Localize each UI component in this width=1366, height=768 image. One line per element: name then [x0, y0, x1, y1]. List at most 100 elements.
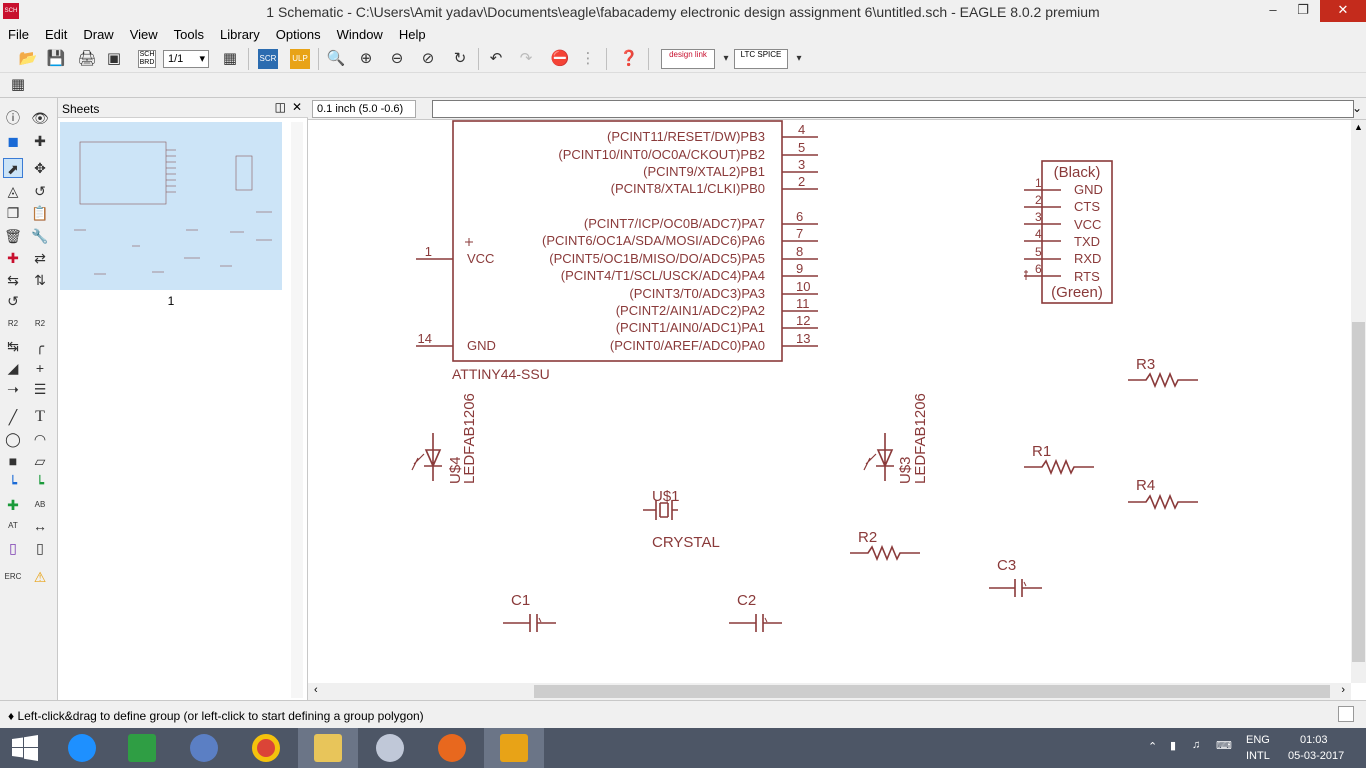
dimension-icon[interactable]: ↔	[33, 518, 47, 534]
keyboard-icon[interactable]: ⌨	[1216, 740, 1232, 752]
sch-brd-switch-button[interactable]: SCH BRD	[138, 50, 156, 68]
show-hidden-icons-icon[interactable]: ⌃	[1148, 741, 1158, 753]
polygon-icon[interactable]: ▱	[34, 453, 46, 469]
rotate-icon[interactable]: ↺	[34, 183, 46, 199]
command-input[interactable]	[432, 100, 1354, 118]
copy-icon[interactable]: ❐	[6, 205, 20, 221]
display-layers-icon[interactable]: ◼	[7, 133, 19, 149]
schematic-canvas[interactable]: 1 VCC 14 GND (PCINT11/RESET/DW)PB3 (PCIN…	[308, 120, 1351, 683]
bus-icon[interactable]: ┕	[8, 475, 18, 491]
menu-tools[interactable]: Tools	[173, 27, 205, 42]
go-icon[interactable]: ⋮	[580, 50, 596, 67]
menu-file[interactable]: File	[8, 27, 29, 42]
zoom-in-icon[interactable]: ⊕	[359, 50, 373, 67]
arc-icon[interactable]: ◠	[33, 431, 47, 447]
canvas-vertical-scrollbar[interactable]: ▲	[1351, 120, 1366, 683]
canvas-horizontal-scrollbar[interactable]: ‹ ›	[308, 683, 1351, 700]
language-indicator[interactable]: ENG	[1246, 734, 1270, 746]
name-icon[interactable]: R2	[7, 319, 19, 328]
split-icon[interactable]: ◢	[7, 360, 19, 376]
taskbar-internet-explorer[interactable]	[52, 728, 112, 768]
circle-icon[interactable]: ◯	[5, 431, 21, 447]
menu-window[interactable]: Window	[336, 27, 383, 42]
ftdi-header-body[interactable]	[1041, 160, 1113, 304]
script-icon[interactable]: SCR	[258, 49, 278, 69]
taskbar-chrome[interactable]	[236, 728, 296, 768]
warning-icon[interactable]: ⚠	[33, 569, 47, 585]
attribute-icon[interactable]: AT	[8, 521, 18, 530]
frame-icon[interactable]: ▯	[9, 540, 17, 556]
redo-icon[interactable]: ↷	[519, 50, 533, 67]
value-icon[interactable]: R2	[34, 319, 46, 328]
erc-icon[interactable]: ERC	[4, 572, 22, 581]
mirror-icon[interactable]: ◬	[7, 183, 19, 199]
zoom-fit-icon[interactable]: 🔍	[326, 50, 346, 67]
use-library-icon[interactable]: ▦	[222, 50, 238, 67]
rectangle-icon[interactable]: ■	[8, 453, 18, 469]
delete-icon[interactable]: 🗑	[4, 228, 22, 244]
ltspice-button[interactable]: LTC SPICE	[734, 49, 788, 69]
print-icon[interactable]: 🖨	[77, 50, 97, 67]
gate-swap-icon[interactable]: ⇆	[7, 272, 19, 288]
cam-processor-icon[interactable]: ▣	[106, 50, 122, 67]
miter-icon[interactable]: ╭	[35, 338, 45, 354]
replace-icon[interactable]: ⇄	[34, 250, 46, 266]
chevron-down-icon[interactable]: ▾	[723, 53, 729, 64]
horizontal-scroll-thumb[interactable]	[534, 685, 1330, 698]
open-icon[interactable]: 📂	[18, 50, 38, 67]
menu-view[interactable]: View	[129, 27, 158, 42]
invoke-icon[interactable]: ↺	[7, 293, 19, 309]
chevron-down-icon[interactable]: ⌄	[1351, 101, 1362, 115]
network-icon[interactable]: ▮	[1170, 740, 1177, 752]
taskbar-eagle[interactable]	[484, 728, 544, 768]
info-icon[interactable]: ⓘ	[6, 110, 20, 126]
close-icon[interactable]: ✕	[291, 100, 302, 114]
start-button[interactable]	[0, 728, 50, 768]
chevron-down-icon[interactable]: ▾	[796, 53, 802, 64]
menu-options[interactable]: Options	[275, 27, 321, 42]
menu-edit[interactable]: Edit	[44, 27, 68, 42]
menu-library[interactable]: Library	[220, 27, 260, 42]
add-part-icon[interactable]: ✚	[7, 250, 19, 266]
route-icon[interactable]: ➝	[7, 381, 19, 397]
undo-icon[interactable]: ↶	[489, 50, 503, 67]
move-icon[interactable]: ✥	[34, 160, 46, 176]
module-icon[interactable]: ▯	[36, 540, 44, 556]
paste-icon[interactable]: 📋	[31, 205, 49, 221]
taskbar-store[interactable]	[112, 728, 172, 768]
text-icon[interactable]: T	[35, 408, 45, 425]
clock-time[interactable]: 01:03	[1300, 734, 1328, 746]
restore-button[interactable]: ❐	[1297, 2, 1309, 17]
mark-icon[interactable]: ✚	[34, 133, 46, 149]
chevron-left-icon[interactable]: ‹	[314, 684, 318, 696]
group-select-icon[interactable]: ⬈	[3, 158, 23, 178]
taskbar-file-explorer[interactable]	[298, 728, 358, 768]
pin-swap-icon[interactable]: ⇅	[34, 272, 46, 288]
vertical-scroll-thumb[interactable]	[1352, 322, 1365, 662]
volume-icon[interactable]: ♫	[1192, 739, 1201, 751]
sheets-scrollbar[interactable]	[291, 122, 303, 698]
help-icon[interactable]: ❓	[619, 50, 639, 67]
label-icon[interactable]: AB	[34, 500, 46, 509]
taskbar-paint[interactable]	[360, 728, 420, 768]
undock-icon[interactable]: ◫	[274, 100, 286, 114]
change-wrench-icon[interactable]: 🔧	[31, 228, 49, 244]
grid-icon[interactable]: ▦	[10, 76, 26, 93]
menu-draw[interactable]: Draw	[83, 27, 114, 42]
sheet-thumbnail[interactable]	[60, 122, 282, 290]
line-icon[interactable]: ╱	[8, 409, 18, 425]
save-icon[interactable]: 💾	[46, 50, 66, 67]
chevron-up-icon[interactable]: ▲	[1354, 122, 1363, 132]
show-icon[interactable]: 👁	[31, 110, 49, 126]
stop-icon[interactable]: ⛔	[550, 50, 570, 67]
taskbar-arduino[interactable]	[174, 728, 234, 768]
language-layout[interactable]: INTL	[1246, 750, 1270, 762]
smash-icon[interactable]: ↹	[7, 338, 19, 354]
stop-command-icon[interactable]	[1338, 706, 1354, 722]
zoom-select-icon[interactable]: ⊘	[421, 50, 435, 67]
minimize-button[interactable]: –	[1269, 2, 1277, 17]
zoom-out-icon[interactable]: ⊖	[390, 50, 404, 67]
net-icon[interactable]: ┕	[35, 475, 45, 491]
junction-icon[interactable]: ✚	[7, 497, 19, 513]
menu-help[interactable]: Help	[398, 27, 426, 42]
